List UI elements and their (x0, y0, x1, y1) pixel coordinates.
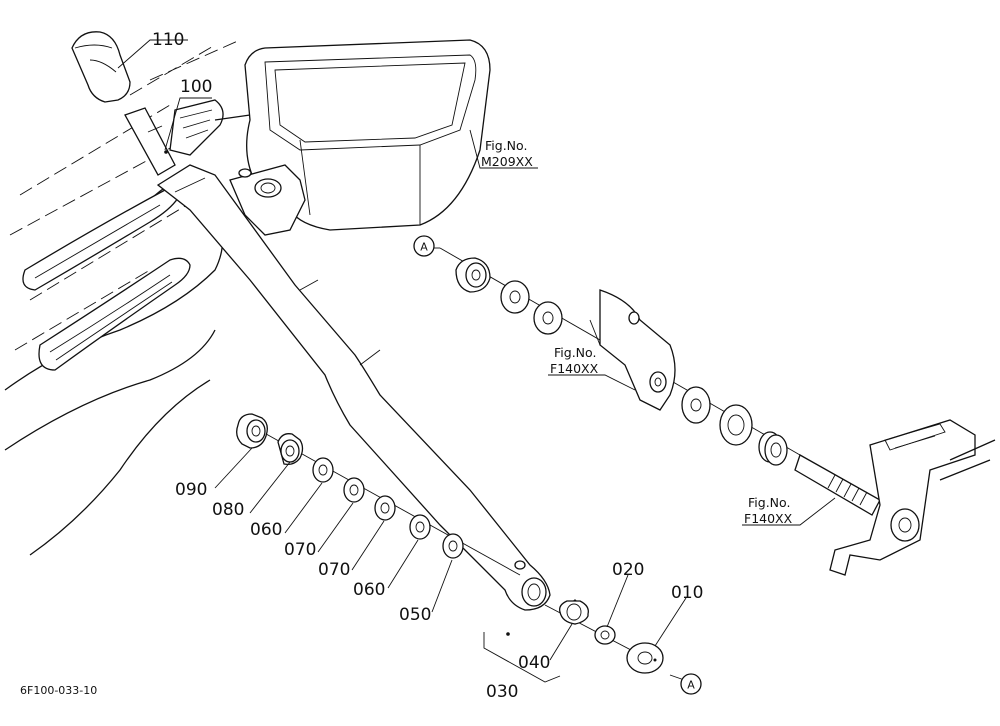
svg-text:M209XX: M209XX (481, 154, 533, 169)
svg-text:F140XX: F140XX (550, 361, 599, 376)
callout-110: 110 (152, 30, 184, 50)
knob-part-110 (71, 31, 131, 103)
callout-010: 010 (671, 583, 703, 603)
tractor-body-outline (4, 39, 241, 556)
marker-a-top: A (413, 235, 435, 257)
washer-part-050 (442, 533, 464, 559)
svg-text:F140XX: F140XX (744, 511, 793, 526)
callout-100: 100 (180, 77, 212, 97)
washer-part-060b (409, 514, 431, 540)
svg-text:Fig.No.: Fig.No. (748, 495, 790, 510)
right-shaft-assembly (439, 247, 996, 576)
callout-040: 040 (518, 653, 550, 673)
callout-leaders (117, 39, 836, 683)
callout-020: 020 (612, 560, 644, 580)
washer-stack-left (236, 413, 521, 576)
callout-060-a: 060 (250, 520, 282, 540)
svg-text:A: A (420, 241, 428, 254)
washer-part-060a (312, 457, 334, 483)
callout-090: 090 (175, 480, 207, 500)
callout-050: 050 (399, 605, 431, 625)
reference-label-f140-a: Fig.No. F140XX (550, 345, 599, 376)
callout-070-a: 070 (284, 540, 316, 560)
callout-060-b: 060 (353, 580, 385, 600)
bushing-part-040 (558, 599, 589, 625)
nut-part-090 (236, 413, 268, 449)
washer-part-070a (343, 477, 365, 503)
bottom-hardware (483, 599, 664, 683)
marker-a-bottom: A (680, 673, 702, 695)
reference-label-m209: Fig.No. M209XX (481, 138, 533, 169)
washer-part-070b (374, 495, 396, 521)
svg-text:A: A (687, 679, 695, 692)
callout-030: 030 (486, 682, 518, 702)
reference-label-f140-b: Fig.No. F140XX (744, 495, 793, 526)
svg-text:Fig.No.: Fig.No. (554, 345, 596, 360)
washer-part-020 (594, 625, 616, 645)
pedal-lever-arm (156, 164, 551, 611)
drawing-code: 6F100-033-10 (20, 684, 97, 697)
lever-upper-part-100 (124, 107, 176, 176)
cap-part-010 (626, 642, 664, 674)
callout-070-b: 070 (318, 560, 350, 580)
callout-080: 080 (212, 500, 244, 520)
collar-part-080 (277, 433, 304, 466)
seat-housing-outline (214, 39, 491, 236)
svg-text:Fig.No.: Fig.No. (485, 138, 527, 153)
